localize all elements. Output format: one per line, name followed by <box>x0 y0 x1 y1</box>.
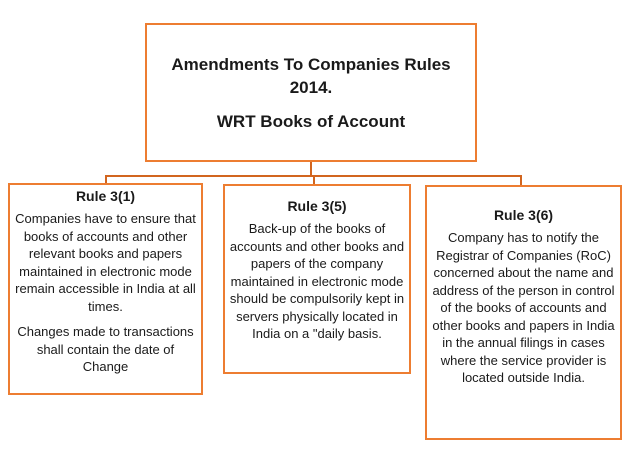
rule-3-6-paragraph-1: Company has to notify the Registrar of C… <box>432 230 615 385</box>
rule-3-5-heading: Rule 3(5) <box>287 198 347 214</box>
rule-3-5-paragraph-1: Back-up of the books of accounts and oth… <box>229 221 405 341</box>
connector-root-stub <box>310 162 312 177</box>
root-title-box: Amendments To Companies Rules 2014. WRT … <box>145 23 477 162</box>
rule-3-6-heading: Rule 3(6) <box>493 207 554 223</box>
connector-middle-stub <box>313 175 315 185</box>
root-title-line2: WRT Books of Account <box>216 112 406 131</box>
root-title-line1: Amendments To Companies Rules 2014. <box>171 55 451 97</box>
connector-left-stub <box>105 175 107 184</box>
rule-3-1-paragraph-2: Changes made to transactions shall conta… <box>17 324 194 374</box>
rule-3-1-heading: Rule 3(1) <box>75 188 136 204</box>
rule-3-1-paragraph-1: Companies have to ensure that books of a… <box>15 211 196 314</box>
rule-3-6-box: Rule 3(6) Company has to notify the Regi… <box>425 185 622 440</box>
rule-3-1-box: Rule 3(1) Companies have to ensure that … <box>8 183 203 395</box>
connector-right-stub <box>520 175 522 186</box>
rule-3-5-box: Rule 3(5) Back-up of the books of accoun… <box>223 184 411 374</box>
